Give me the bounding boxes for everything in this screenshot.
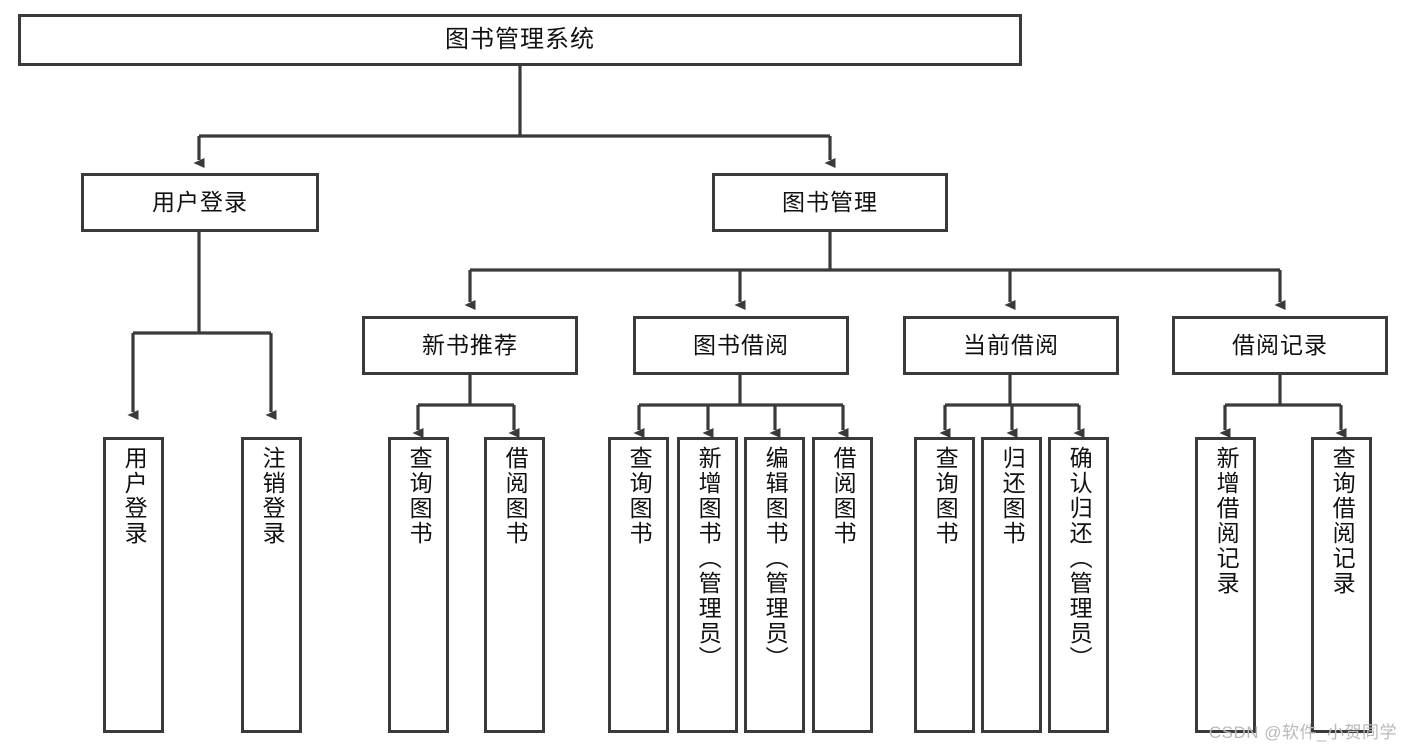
node-label: 确认归还（管理员） <box>1066 446 1093 671</box>
node-label: 图书管理系统 <box>445 25 595 53</box>
node-label: 编辑图书（管理员） <box>762 446 789 671</box>
leaf-current-return-book[interactable]: 归还图书 <box>981 437 1042 733</box>
node-book-management[interactable]: 图书管理 <box>712 173 948 232</box>
node-label: 图书借阅 <box>693 331 789 358</box>
node-label: 图书管理 <box>782 188 878 215</box>
leaf-newbook-query-book[interactable]: 查询图书 <box>388 437 449 733</box>
node-label: 新书推荐 <box>422 331 518 358</box>
leaf-record-add-record[interactable]: 新增借阅记录 <box>1195 437 1256 733</box>
node-label: 用户登录 <box>121 446 148 546</box>
node-label: 借阅图书 <box>830 446 857 546</box>
leaf-current-query-book[interactable]: 查询图书 <box>914 437 975 733</box>
node-label: 查询借阅记录 <box>1329 446 1356 596</box>
node-label: 借阅记录 <box>1232 331 1328 358</box>
node-label: 借阅图书 <box>502 446 529 546</box>
node-label: 用户登录 <box>152 188 248 215</box>
node-label: 注销登录 <box>259 446 286 546</box>
node-user-login[interactable]: 用户登录 <box>81 173 319 232</box>
node-borrow-record[interactable]: 借阅记录 <box>1172 316 1388 375</box>
leaf-newbook-borrow-book[interactable]: 借阅图书 <box>484 437 545 733</box>
node-label: 归还图书 <box>999 446 1026 546</box>
leaf-borrow-edit-book-admin[interactable]: 编辑图书（管理员） <box>744 437 805 733</box>
node-label: 新增借阅记录 <box>1213 446 1240 596</box>
leaf-record-query-record[interactable]: 查询借阅记录 <box>1311 437 1372 733</box>
node-label: 查询图书 <box>932 446 959 546</box>
node-new-book-recommend[interactable]: 新书推荐 <box>362 316 578 375</box>
leaf-user-login[interactable]: 用户登录 <box>103 437 164 733</box>
leaf-user-logout[interactable]: 注销登录 <box>241 437 302 733</box>
node-label: 查询图书 <box>406 446 433 546</box>
node-label: 当前借阅 <box>963 331 1059 358</box>
leaf-borrow-query-book[interactable]: 查询图书 <box>608 437 669 733</box>
node-book-borrow[interactable]: 图书借阅 <box>633 316 849 375</box>
leaf-current-confirm-return-admin[interactable]: 确认归还（管理员） <box>1048 437 1109 733</box>
leaf-borrow-borrow-book[interactable]: 借阅图书 <box>812 437 873 733</box>
leaf-borrow-add-book-admin[interactable]: 新增图书（管理员） <box>677 437 738 733</box>
node-label: 新增图书（管理员） <box>695 446 722 671</box>
node-current-borrow[interactable]: 当前借阅 <box>903 316 1119 375</box>
watermark-text: CSDN @软件_小贺同学 <box>1208 723 1397 742</box>
node-label: 查询图书 <box>626 446 653 546</box>
node-root-system[interactable]: 图书管理系统 <box>18 14 1022 66</box>
